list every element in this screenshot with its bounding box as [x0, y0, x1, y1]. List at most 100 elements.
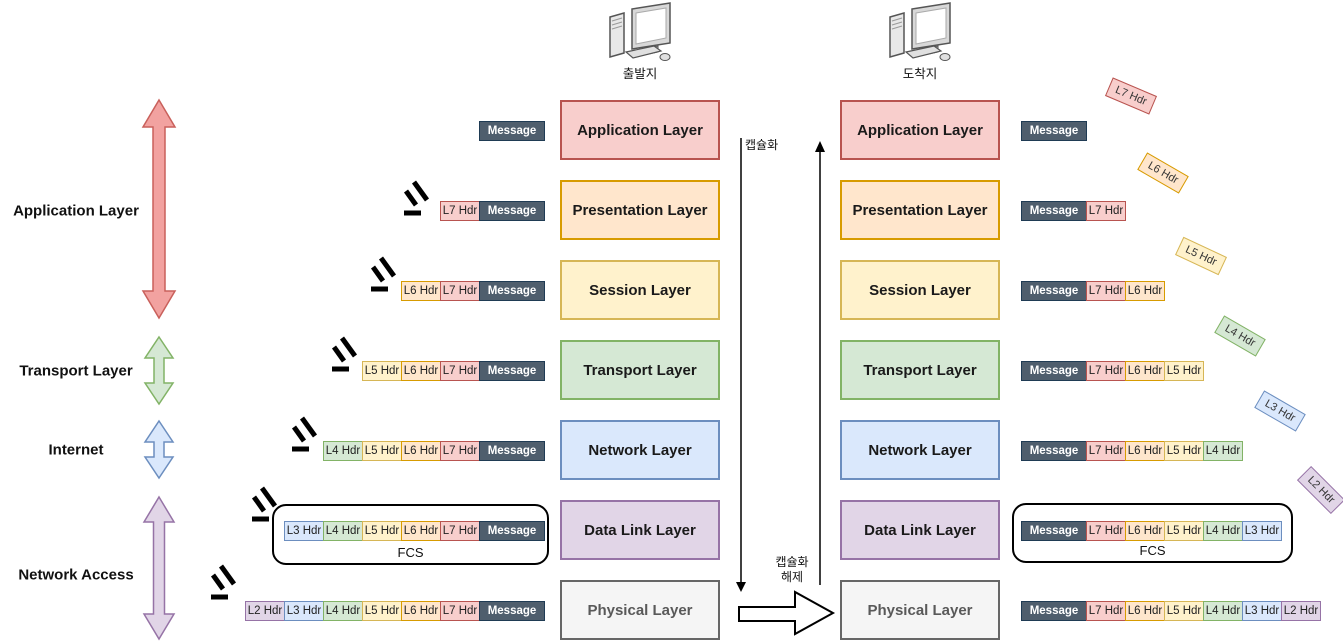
destination-layer-physical-layer: Physical Layer	[840, 580, 1000, 640]
l7-hdr-box: L7 Hdr	[1086, 601, 1126, 621]
computer-icon	[609, 2, 671, 61]
l7-hdr-box: L7 Hdr	[440, 601, 480, 621]
destination-computer: 도착지	[884, 2, 956, 82]
l6-hdr-box: L6 Hdr	[401, 441, 441, 461]
fcs-frame-right: FCS	[1012, 503, 1293, 563]
l5-hdr-box: L5 Hdr	[1164, 521, 1204, 541]
l4-hdr-box: L4 Hdr	[1203, 441, 1243, 461]
destination-layer-transport-layer: Transport Layer	[840, 340, 1000, 400]
l6-hdr-box: L6 Hdr	[401, 521, 441, 541]
l3-discarded-tag: L3 Hdr	[1254, 390, 1306, 432]
message-box: Message	[479, 601, 545, 621]
destination-packet-row: Message	[1021, 121, 1087, 141]
l7-hdr-box: L7 Hdr	[1086, 281, 1126, 301]
message-box: Message	[479, 521, 545, 541]
l6-discarded-tag: L6 Hdr	[1137, 152, 1189, 194]
l3-hdr-box: L3 Hdr	[284, 601, 324, 621]
l4-hdr-box: L4 Hdr	[323, 441, 363, 461]
message-box: Message	[1021, 521, 1087, 541]
fcs-frame-left: FCS	[272, 504, 549, 565]
destination-layer-presentation-layer: Presentation Layer	[840, 180, 1000, 240]
source-layer-presentation-layer: Presentation Layer	[560, 180, 720, 240]
destination-layer-network-layer: Network Layer	[840, 420, 1000, 480]
impact-burst-icon	[370, 256, 397, 292]
l7-hdr-box: L7 Hdr	[1086, 361, 1126, 381]
message-box: Message	[479, 441, 545, 461]
l5-discarded-tag: L5 Hdr	[1175, 236, 1227, 276]
l3-hdr-box: L3 Hdr	[1242, 601, 1282, 621]
l7-discarded-tag: L7 Hdr	[1105, 77, 1157, 115]
destination-layer-data-link-layer: Data Link Layer	[840, 500, 1000, 560]
message-box: Message	[479, 201, 545, 221]
l3-hdr-box: L3 Hdr	[1242, 521, 1282, 541]
destination-computer-label: 도착지	[902, 67, 938, 81]
encapsulation-label: 캡슐화	[745, 138, 779, 152]
l7-hdr-box: L7 Hdr	[440, 201, 480, 221]
source-layer-session-layer: Session Layer	[560, 260, 720, 320]
source-layer-transport-layer: Transport Layer	[560, 340, 720, 400]
transmission-arrow	[738, 590, 836, 636]
l5-hdr-box: L5 Hdr	[1164, 441, 1204, 461]
l5-hdr-box: L5 Hdr	[1164, 361, 1204, 381]
decapsulation-arrow	[815, 141, 825, 585]
message-box: Message	[479, 121, 545, 141]
tcpip-label-network-access: Network Access	[18, 566, 134, 584]
message-box: Message	[1021, 281, 1087, 301]
source-packet-row: Message	[479, 121, 545, 141]
l6-hdr-box: L6 Hdr	[1125, 441, 1165, 461]
fcs-label: FCS	[1139, 543, 1166, 558]
l5-hdr-box: L5 Hdr	[1164, 601, 1204, 621]
l6-hdr-box: L6 Hdr	[1125, 601, 1165, 621]
message-box: Message	[479, 281, 545, 301]
tcpip-label-application-layer: Application Layer	[13, 202, 139, 220]
l7-hdr-box: L7 Hdr	[440, 281, 480, 301]
source-computer-label: 출발지	[622, 67, 658, 81]
computer-icon	[889, 2, 951, 61]
l2-discarded-tag: L2 Hdr	[1296, 465, 1343, 515]
l6-hdr-box: L6 Hdr	[1125, 281, 1165, 301]
l2-hdr-box: L2 Hdr	[1281, 601, 1321, 621]
tcpip-label-transport-layer: Transport Layer	[19, 362, 133, 380]
l7-hdr-box: L7 Hdr	[440, 441, 480, 461]
source-computer: 출발지	[604, 2, 676, 82]
impact-burst-icon	[403, 180, 430, 216]
l7-hdr-box: L7 Hdr	[1086, 441, 1126, 461]
message-box: Message	[1021, 441, 1087, 461]
l4-hdr-box: L4 Hdr	[323, 521, 363, 541]
message-box: Message	[1021, 361, 1087, 381]
impact-burst-icon	[210, 564, 237, 600]
decapsulation-label: 캡슐화 해제	[766, 555, 818, 585]
l7-hdr-box: L7 Hdr	[440, 361, 480, 381]
encapsulation-arrow	[736, 138, 746, 592]
message-box: Message	[479, 361, 545, 381]
message-box: Message	[1021, 121, 1087, 141]
message-box: Message	[1021, 201, 1087, 221]
source-layer-network-layer: Network Layer	[560, 420, 720, 480]
l7-hdr-box: L7 Hdr	[440, 521, 480, 541]
message-box: Message	[1021, 601, 1087, 621]
l5-hdr-box: L5 Hdr	[362, 361, 402, 381]
source-layer-data-link-layer: Data Link Layer	[560, 500, 720, 560]
l4-hdr-box: L4 Hdr	[1203, 521, 1243, 541]
source-layer-application-layer: Application Layer	[560, 100, 720, 160]
source-layer-physical-layer: Physical Layer	[560, 580, 720, 640]
l6-hdr-box: L6 Hdr	[401, 281, 441, 301]
l2-hdr-box: L2 Hdr	[245, 601, 285, 621]
decapsulation-label-line1: 캡슐화	[775, 555, 809, 569]
impact-burst-icon	[331, 336, 358, 372]
l7-hdr-box: L7 Hdr	[1086, 201, 1126, 221]
destination-layer-session-layer: Session Layer	[840, 260, 1000, 320]
l6-hdr-box: L6 Hdr	[1125, 361, 1165, 381]
decapsulation-label-line2: 해제	[780, 570, 804, 584]
l5-hdr-box: L5 Hdr	[362, 521, 402, 541]
